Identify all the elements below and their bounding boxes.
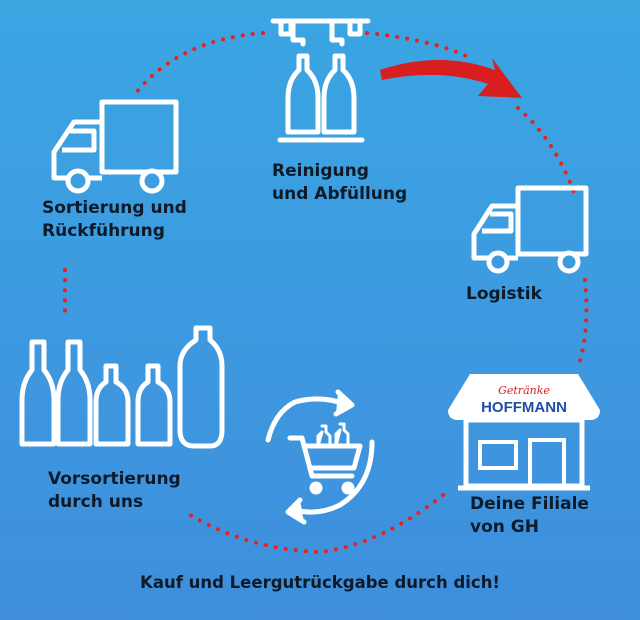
- truck-icon: [51, 99, 179, 194]
- truck-icon-logistics: [471, 185, 589, 274]
- step-label-sortierung: Sortierung und Rückführung: [42, 198, 187, 241]
- flow-arrow-icon: [380, 58, 522, 98]
- step-label-logistik: Logistik: [466, 284, 542, 304]
- bottling-icon: [270, 18, 371, 143]
- store-icon: [448, 374, 600, 491]
- cart-recycle-icon: [265, 389, 375, 525]
- footer-caption: Kauf und Leergutrückgabe durch dich!: [140, 573, 500, 592]
- step-label-filiale: Deine Filiale von GH: [470, 494, 589, 537]
- step-label-reinigung: Reinigung und Abfüllung: [272, 161, 408, 204]
- bottles-icon: [19, 325, 225, 449]
- store-sign-name: HOFFMANN: [481, 399, 567, 416]
- store-sign-script: Getränke: [498, 384, 550, 397]
- step-label-vorsortierung: Vorsortierung durch uns: [48, 469, 181, 512]
- cycle-dots: [63, 31, 589, 555]
